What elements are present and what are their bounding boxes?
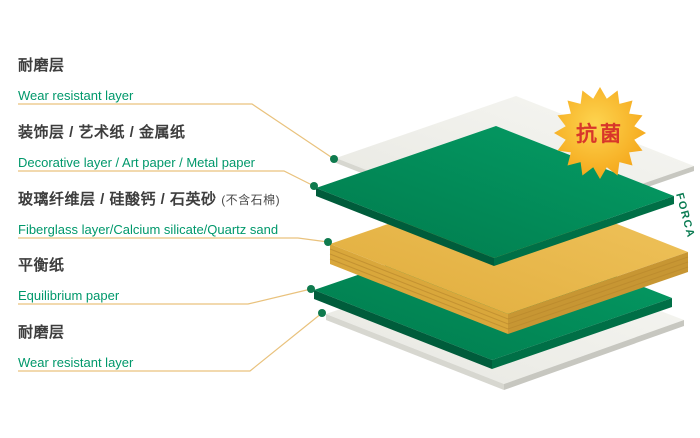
label-fiberglass-core: 玻璃纤维层 / 硅酸钙 / 石英砂 (不含石棉) Fiberglass laye… — [18, 190, 280, 237]
leader-line-wear-top — [18, 103, 335, 160]
pointer-dot-wear-bottom — [318, 309, 326, 317]
label-equilibrium-zh: 平衡纸 — [18, 257, 65, 274]
leader-lines — [18, 103, 338, 372]
starburst-icon — [554, 87, 646, 179]
label-wear-top-zh: 耐磨层 — [18, 57, 65, 74]
label-fiberglass-core-zh-note: (不含石棉) — [221, 193, 281, 207]
label-wear-top: 耐磨层 Wear resistant layer — [18, 56, 133, 103]
label-decorative-zh: 装饰层 / 艺术纸 / 金属纸 — [18, 124, 186, 141]
label-fiberglass-core-en: Fiberglass layer/Calcium silicate/Quartz… — [18, 222, 279, 237]
antibacterial-badge-text: 抗菌 — [576, 122, 624, 146]
label-wear-top-en: Wear resistant layer — [18, 88, 134, 103]
label-equilibrium-en: Equilibrium paper — [18, 288, 120, 303]
label-fiberglass-core-zh: 玻璃纤维层 / 硅酸钙 / 石英砂 (不含石棉) — [18, 190, 280, 210]
label-wear-bottom-zh: 耐磨层 — [18, 324, 65, 341]
brand-mark: FORCA — [673, 192, 697, 240]
label-wear-bottom: 耐磨层 Wear resistant layer — [18, 323, 133, 370]
leader-line-equilibrium — [18, 288, 312, 305]
label-wear-bottom-en: Wear resistant layer — [18, 355, 134, 370]
label-decorative: 装饰层 / 艺术纸 / 金属纸 Decorative layer / Art p… — [18, 123, 255, 170]
pointer-dot-wear-top — [330, 155, 338, 163]
leader-line-fiberglass-core — [18, 237, 329, 243]
label-fiberglass-core-zh-main: 玻璃纤维层 / 硅酸钙 / 石英砂 — [18, 191, 217, 208]
sheet-decorative — [316, 126, 674, 266]
label-decorative-en: Decorative layer / Art paper / Metal pap… — [18, 155, 256, 170]
label-equilibrium: 平衡纸 Equilibrium paper — [18, 256, 119, 303]
pointer-dot-equilibrium — [307, 285, 315, 293]
pointer-dot-decorative — [310, 182, 318, 190]
leader-line-wear-bottom — [18, 312, 323, 372]
leader-line-decorative — [18, 170, 315, 187]
antibacterial-badge: 抗菌 — [554, 87, 646, 179]
pointer-dot-fiberglass-core — [324, 238, 332, 246]
